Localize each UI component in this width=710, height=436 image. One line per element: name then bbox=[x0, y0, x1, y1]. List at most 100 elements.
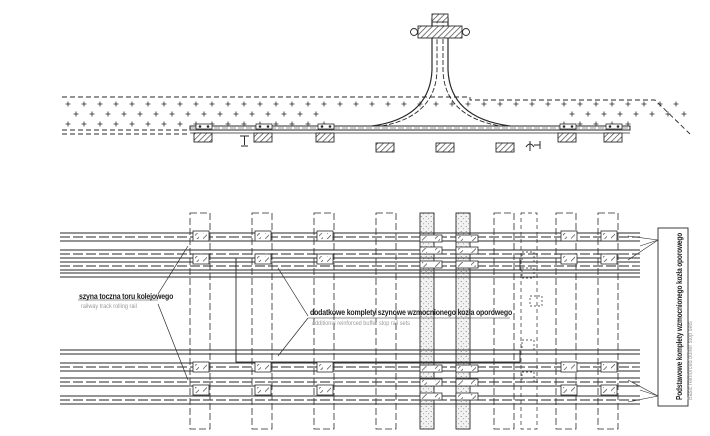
buffer-clamp bbox=[419, 260, 443, 269]
buffer-clamp bbox=[419, 392, 443, 401]
clamp-bolt bbox=[616, 125, 620, 128]
sleeper-section bbox=[375, 142, 395, 153]
additional-leader bbox=[277, 317, 309, 357]
buffer-clamp-detail bbox=[458, 366, 463, 371]
fastening-detail bbox=[571, 387, 575, 393]
fastening-block bbox=[316, 384, 334, 396]
buffer-clamp bbox=[455, 246, 479, 255]
clamp-bolt bbox=[266, 125, 270, 128]
fastening-detail bbox=[195, 256, 199, 262]
bolt-hole bbox=[521, 267, 535, 279]
fastening-detail bbox=[203, 233, 207, 239]
anchor-detail bbox=[240, 135, 249, 147]
sleeper-section bbox=[435, 142, 455, 153]
sleeper-section bbox=[557, 132, 577, 143]
buffer-clamp-detail bbox=[458, 380, 463, 385]
rail-clamp bbox=[605, 123, 623, 130]
fastening-detail bbox=[611, 256, 615, 262]
fastening-detail bbox=[203, 387, 207, 393]
clamp-bolt bbox=[608, 125, 612, 128]
fastening-detail bbox=[603, 256, 607, 262]
buffer-head bbox=[431, 13, 449, 23]
fastening-block bbox=[192, 253, 210, 265]
basic-leader bbox=[627, 235, 659, 241]
buffer-bolt bbox=[462, 28, 470, 36]
fastening-block bbox=[560, 230, 578, 242]
fastening-block bbox=[560, 253, 578, 265]
fastening-detail bbox=[603, 364, 607, 370]
buffer-clamp-detail bbox=[422, 394, 427, 399]
sleeper bbox=[189, 212, 211, 430]
basic-leader bbox=[639, 239, 659, 247]
basic-leader bbox=[627, 379, 659, 397]
clamp-bolt bbox=[328, 125, 332, 128]
rail-label-en: railway track rolling rail bbox=[81, 303, 137, 310]
buffer-clamp-detail bbox=[471, 380, 476, 385]
fastening-detail bbox=[319, 233, 323, 239]
fastening-detail bbox=[603, 233, 607, 239]
fastening-detail bbox=[257, 233, 261, 239]
fastening-detail bbox=[195, 233, 199, 239]
fastening-detail bbox=[327, 364, 331, 370]
sleeper bbox=[313, 212, 335, 430]
sleeper-section bbox=[193, 132, 213, 143]
rail-leader bbox=[157, 303, 189, 381]
buffer-clamp-detail bbox=[435, 236, 440, 241]
buffer-block bbox=[417, 25, 463, 39]
additional-sets-label-en: additional reinforced buffer stop rail s… bbox=[312, 320, 410, 327]
buffer-clamp bbox=[419, 246, 443, 255]
fastening-detail bbox=[195, 364, 199, 370]
buffer-clamp-detail bbox=[435, 366, 440, 371]
buffer-clamp-detail bbox=[471, 366, 476, 371]
fastening-block bbox=[600, 253, 618, 265]
fastening-block bbox=[192, 384, 210, 396]
fastening-detail bbox=[563, 364, 567, 370]
fastening-block bbox=[254, 384, 272, 396]
fastening-detail bbox=[265, 256, 269, 262]
fastening-detail bbox=[563, 387, 567, 393]
fastening-block bbox=[316, 361, 334, 373]
fastening-detail bbox=[611, 233, 615, 239]
buffer-clamp-detail bbox=[422, 380, 427, 385]
bolt-hole bbox=[521, 339, 535, 351]
fastening-block bbox=[316, 230, 334, 242]
bolt-hole bbox=[529, 295, 543, 307]
clamp-bolt bbox=[206, 125, 210, 128]
fastening-block bbox=[560, 361, 578, 373]
clamp-bolt bbox=[198, 125, 202, 128]
rail-clamp bbox=[317, 123, 335, 130]
buffer-clamp-detail bbox=[458, 236, 463, 241]
fastening-block bbox=[600, 361, 618, 373]
fastening-detail bbox=[603, 387, 607, 393]
fastening-detail bbox=[571, 256, 575, 262]
buffer-clamp-detail bbox=[422, 262, 427, 267]
fastening-block bbox=[192, 230, 210, 242]
rail-clamp bbox=[255, 123, 273, 130]
buffer-clamp bbox=[455, 392, 479, 401]
buffer-clamp bbox=[455, 234, 479, 243]
sleeper bbox=[597, 212, 619, 430]
fastening-detail bbox=[319, 387, 323, 393]
sleeper-section bbox=[253, 132, 273, 143]
fastening-detail bbox=[611, 387, 615, 393]
basic-leader bbox=[639, 389, 659, 397]
rail-clamp bbox=[195, 123, 213, 130]
ballast-outline bbox=[62, 96, 691, 135]
fastening-detail bbox=[319, 364, 323, 370]
fastening-detail bbox=[203, 256, 207, 262]
leader-lines bbox=[78, 227, 689, 407]
side-elevation-view bbox=[62, 13, 691, 153]
fastening-block bbox=[316, 253, 334, 265]
fastening-detail bbox=[195, 387, 199, 393]
fastening-block bbox=[254, 230, 272, 242]
fastening-detail bbox=[327, 387, 331, 393]
bolt-hole bbox=[521, 371, 535, 383]
basic-leader bbox=[627, 395, 659, 403]
buffer-clamp bbox=[455, 364, 479, 373]
fastening-detail bbox=[265, 387, 269, 393]
rail-clamp bbox=[559, 123, 577, 130]
fastening-detail bbox=[257, 364, 261, 370]
buffer-clamp-detail bbox=[471, 248, 476, 253]
buffer-clamp-detail bbox=[435, 248, 440, 253]
sleeper bbox=[375, 212, 397, 430]
